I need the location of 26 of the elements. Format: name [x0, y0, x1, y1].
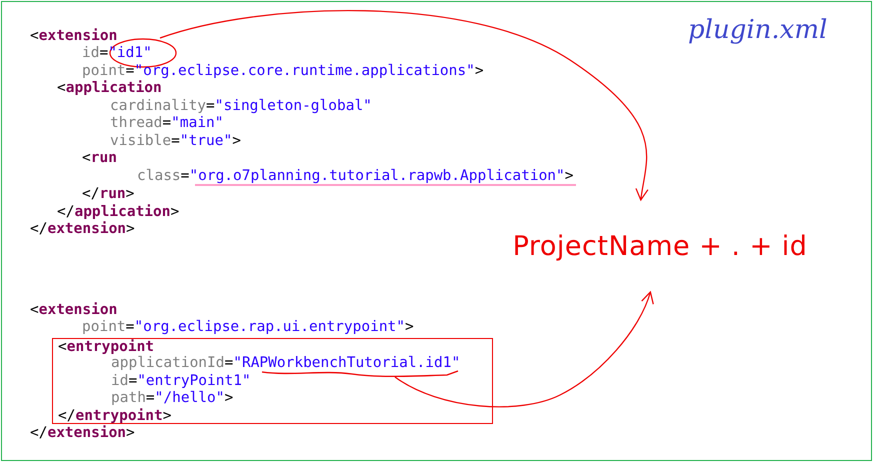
code-line: point="org.eclipse.rap.ui.entrypoint"> [82, 319, 414, 335]
code-line: <extension [30, 302, 118, 318]
code-line: applicationId="RAPWorkbenchTutorial.id1" [111, 355, 460, 371]
code-line: <run [82, 150, 117, 166]
hand-drawn-arrow [160, 10, 649, 201]
code-line: point="org.eclipse.core.runtime.applications"> [82, 63, 484, 79]
code-line: cardinality="singleton-global" [110, 98, 372, 114]
code-line: path="/hello"> [111, 390, 234, 406]
code-line: </application> [57, 204, 180, 220]
code-line: </extension> [30, 221, 135, 237]
code-line: </run> [82, 186, 134, 202]
file-name-heading: plugin.xml [688, 14, 828, 46]
code-line: id="entryPoint1" [111, 373, 251, 389]
code-line: </entrypoint> [58, 408, 172, 424]
code-line: visible="true"> [110, 133, 241, 149]
code-line: class="org.o7planning.tutorial.rapwb.Application"> [137, 168, 574, 184]
hand-drawn-arrow [394, 291, 654, 408]
code-line: thread="main" [110, 115, 224, 131]
code-line: <entrypoint [58, 339, 154, 355]
formula-text: ProjectName + . + id [500, 200, 820, 292]
code-line: </extension> [30, 425, 135, 441]
code-line: <application [57, 80, 162, 96]
code-line: <extension [30, 28, 118, 44]
highlight-frame [52, 338, 493, 424]
code-line: id="id1" [82, 45, 152, 61]
wavy-underline [262, 370, 459, 378]
